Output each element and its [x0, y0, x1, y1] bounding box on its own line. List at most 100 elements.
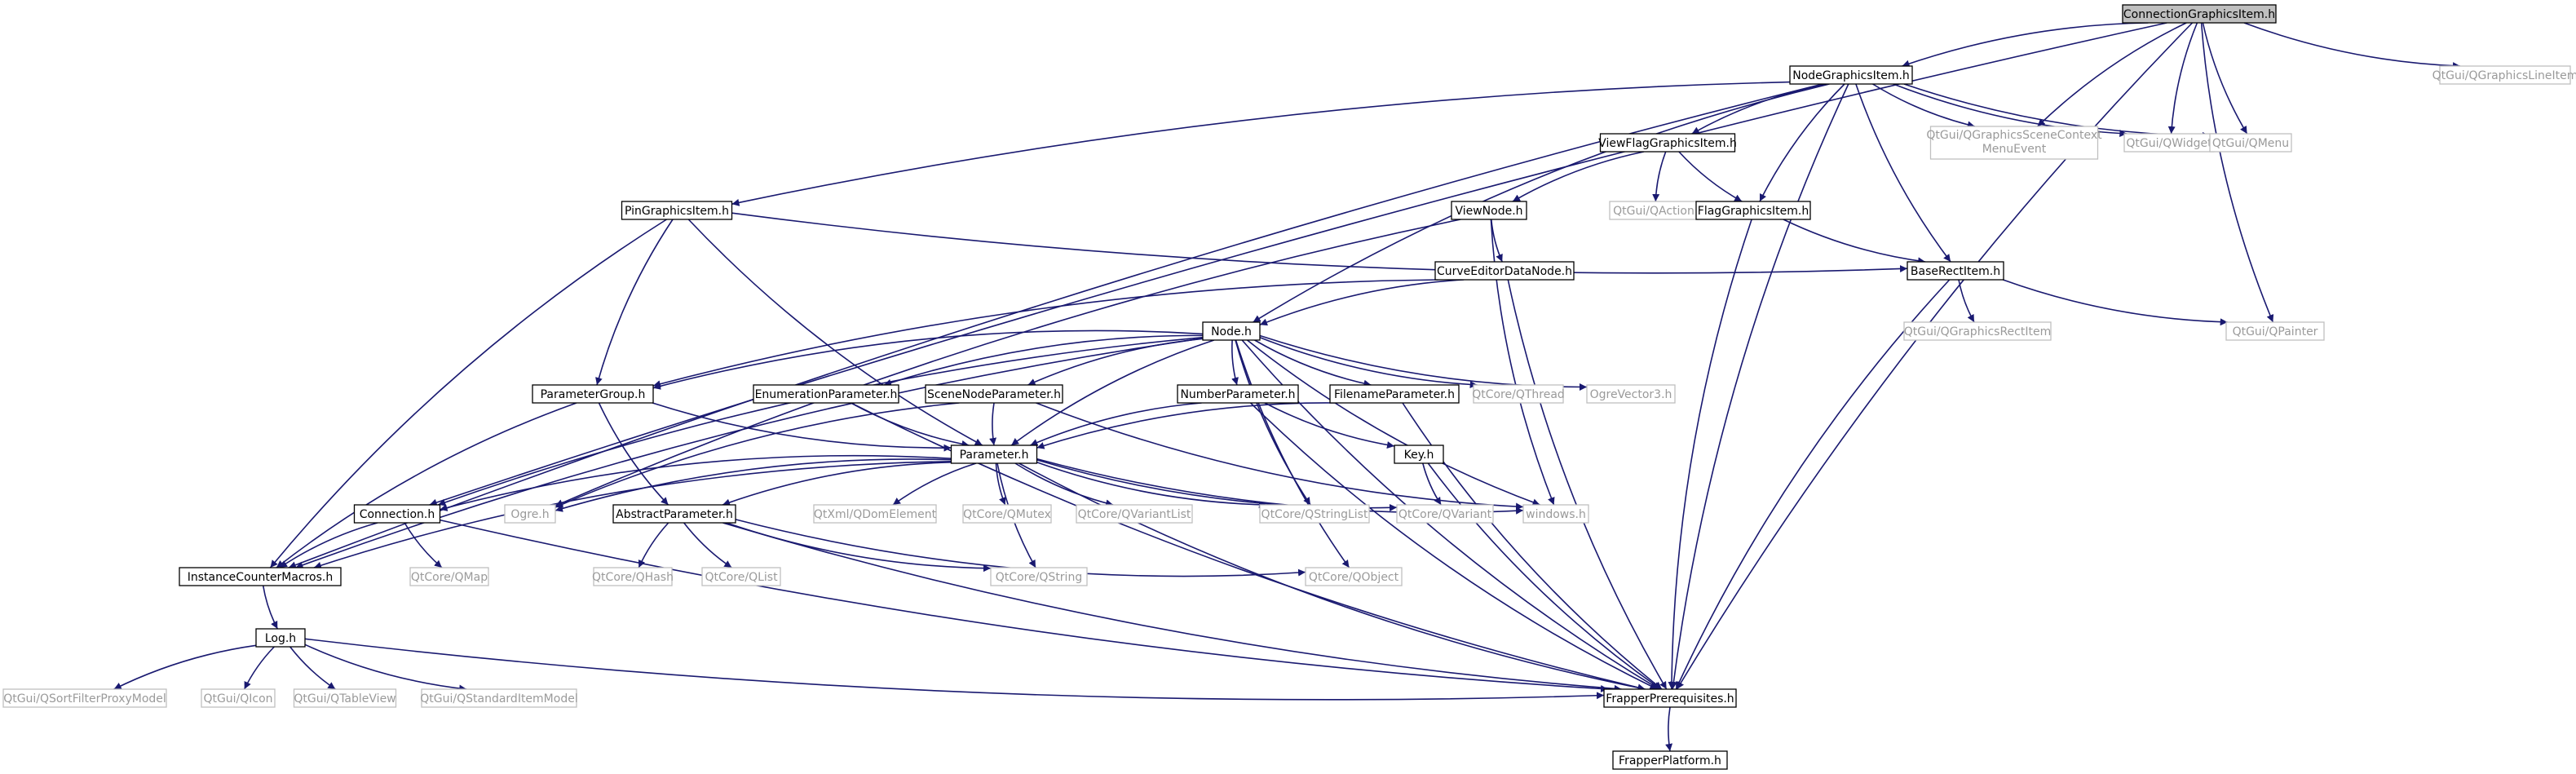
node-label: QtGui/QMenu [2212, 137, 2289, 150]
node-ngi[interactable]: NodeGraphicsItem.h [1789, 65, 1913, 85]
node-node[interactable]: Node.h [1202, 321, 1261, 341]
node-connection[interactable]: Connection.h [353, 504, 441, 524]
node-viewnode[interactable]: ViewNode.h [1451, 201, 1527, 220]
edge-ngi-to-bri [1855, 83, 1951, 263]
node-box [504, 504, 556, 524]
node-label: Parameter.h [960, 449, 1029, 462]
node-box [1586, 384, 1676, 404]
node-label: Key.h [1404, 449, 1434, 462]
edge-fgi-to-bri [1783, 219, 1926, 265]
node-box [593, 567, 673, 586]
edge-node-to-enump [883, 334, 1204, 387]
edge-nump-to-key [1264, 402, 1395, 449]
node-box [2122, 4, 2277, 24]
node-root[interactable]: ConnectionGraphicsItem.h [2122, 4, 2277, 24]
node-filep[interactable]: FilenameParameter.h [1329, 384, 1460, 404]
node-label: QtGui/QGraphicsSceneContext [1926, 129, 2102, 142]
edge-fp-to-fplat [1665, 706, 1673, 752]
node-box [1305, 567, 1403, 586]
edge-param-to-icm [313, 461, 952, 569]
edge-param-to-connection [440, 454, 952, 511]
edge-root-to-fp [1676, 22, 2194, 690]
node-nump[interactable]: NumberParameter.h [1177, 384, 1299, 404]
node-box [621, 201, 733, 220]
node-label: NumberParameter.h [1180, 388, 1295, 401]
node-qglineitem: QtGui/QGraphicsLineItem [2432, 65, 2576, 85]
node-label: QtCore/QMap [411, 571, 488, 584]
node-fp[interactable]: FrapperPrerequisites.h [1603, 688, 1737, 708]
node-box [753, 384, 899, 404]
node-box [701, 567, 781, 586]
edge-snp-to-ogre [555, 402, 960, 508]
node-snp[interactable]: SceneNodeParameter.h [925, 384, 1063, 404]
edge-vfgi-to-qaction [1652, 151, 1667, 202]
edge-filep-to-param [1036, 402, 1336, 449]
node-box [353, 504, 441, 524]
node-label: QtCore/QObject [1309, 571, 1399, 584]
node-qsim: QtGui/QStandardItemModel [420, 688, 578, 708]
edge-param-to-qdom [892, 462, 977, 506]
node-box [179, 567, 342, 586]
edge-bri-to-qgrectitem [1958, 279, 1975, 323]
node-qthread: QtCore/QThread [1472, 384, 1565, 404]
edge-absp-to-qlist [683, 522, 732, 568]
node-label: QtCore/QVariant [1398, 508, 1492, 521]
node-cedn[interactable]: CurveEditorDataNode.h [1434, 261, 1575, 281]
node-log[interactable]: Log.h [255, 628, 306, 648]
node-label: Ogre.h [510, 508, 549, 521]
node-box [1329, 384, 1460, 404]
node-box [1929, 126, 2099, 160]
edge-viewnode-to-windows [1490, 219, 1555, 506]
node-label: QtGui/QIcon [203, 692, 272, 705]
edge-log-to-qicon [243, 646, 275, 690]
node-absp[interactable]: AbstractParameter.h [612, 504, 736, 524]
node-label: BaseRectItem.h [1911, 265, 2000, 278]
node-qpainter: QtGui/QPainter [2225, 321, 2325, 341]
edge-vfgi-to-fgi [1678, 151, 1743, 202]
node-label: QtGui/QAction [1613, 205, 1695, 218]
edge-node-to-qobject [1235, 339, 1350, 568]
node-box [1789, 65, 1913, 85]
node-box [1394, 444, 1444, 464]
edge-node-to-qstrlist [1235, 339, 1311, 506]
node-label: QtGui/QGraphicsLineItem [2432, 69, 2576, 82]
node-label: ViewFlagGraphicsItem.h [1598, 137, 1737, 150]
node-icm[interactable]: InstanceCounterMacros.h [179, 567, 342, 586]
node-label: Connection.h [360, 508, 435, 521]
edge-ngi-to-pgi [731, 81, 1791, 206]
node-box [1177, 384, 1299, 404]
node-vfgi[interactable]: ViewFlagGraphicsItem.h [1598, 133, 1737, 153]
node-ogre: Ogre.h [504, 504, 556, 524]
node-box [990, 567, 1088, 586]
node-pgroup[interactable]: ParameterGroup.h [532, 384, 654, 404]
edge-root-to-qglineitem [2243, 22, 2461, 70]
node-qmutex: QtCore/QMutex [962, 504, 1052, 524]
graph-nodes: ConnectionGraphicsItem.hNodeGraphicsItem… [2, 4, 2576, 770]
node-bri[interactable]: BaseRectItem.h [1907, 261, 2004, 281]
edge-viewnode-to-ogre [555, 219, 1461, 506]
node-label: Node.h [1211, 325, 1252, 338]
node-key[interactable]: Key.h [1394, 444, 1444, 464]
node-fgi[interactable]: FlagGraphicsItem.h [1695, 201, 1811, 220]
edge-node-to-windows [1247, 339, 1540, 506]
edge-icm-to-log [262, 585, 279, 630]
node-param[interactable]: Parameter.h [950, 444, 1038, 464]
node-pgi[interactable]: PinGraphicsItem.h [621, 201, 733, 220]
edge-ngi-to-icm [288, 83, 1823, 568]
node-label: QtGui/QSortFilterProxyModel [3, 692, 166, 705]
node-box [255, 628, 306, 648]
node-label: QtGui/QWidget [2126, 137, 2212, 150]
node-fplat[interactable]: FrapperPlatform.h [1612, 750, 1728, 770]
node-box [2, 688, 167, 708]
node-label: QtCore/QStringList [1261, 508, 1368, 521]
edge-pgi-to-param [687, 219, 983, 446]
node-ogrevec3: OgreVector3.h [1586, 384, 1676, 404]
edge-node-to-param [1010, 339, 1215, 446]
node-label: QtCore/QVariantList [1078, 508, 1191, 521]
edge-root-to-qmenu [2202, 22, 2248, 135]
node-enump[interactable]: EnumerationParameter.h [753, 384, 899, 404]
edge-log-to-qtableview [289, 646, 336, 690]
node-qlist: QtCore/QList [701, 567, 781, 586]
node-label: FlagGraphicsItem.h [1698, 205, 1809, 218]
